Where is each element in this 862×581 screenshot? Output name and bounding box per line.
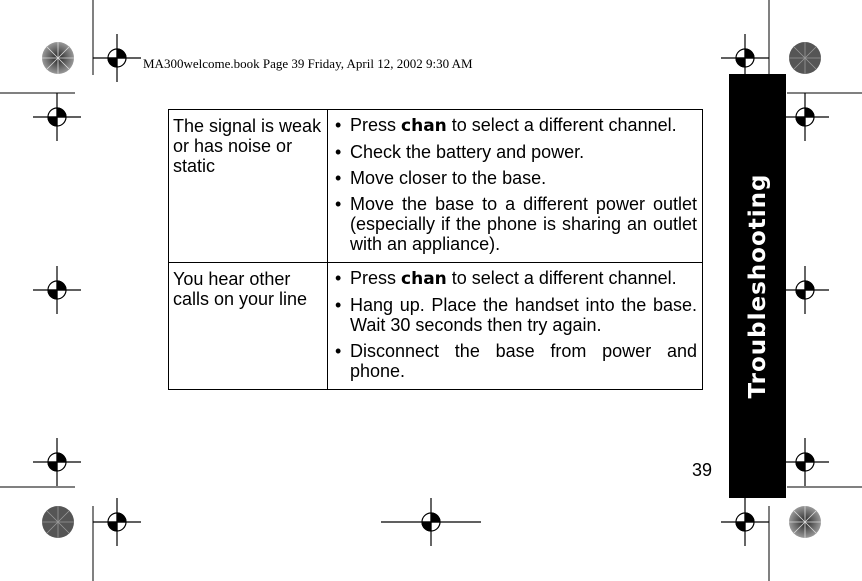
problem-cell: You hear other calls on your line (168, 262, 328, 390)
solution-cell: Press chan to select a different channel… (327, 109, 703, 263)
section-tab-label: Troubleshooting (744, 173, 771, 399)
solution-list: Press chan to select a different channel… (332, 115, 697, 254)
chan-key-label: chan (401, 116, 447, 136)
solution-item: Hang up. Place the handset into the base… (332, 295, 697, 335)
table-row: The signal is weak or has noise or stati… (168, 109, 703, 263)
solution-list: Press chan to select a different channel… (332, 268, 697, 381)
table-row: You hear other calls on your line Press … (168, 262, 703, 390)
solution-item: Press chan to select a different channel… (332, 115, 697, 136)
solution-cell: Press chan to select a different channel… (327, 262, 703, 390)
section-tab: Troubleshooting (729, 74, 786, 498)
solution-item: Check the battery and power. (332, 142, 697, 162)
chan-key-label: chan (401, 269, 447, 289)
solution-item: Disconnect the base from power and phone… (332, 341, 697, 381)
troubleshooting-table: The signal is weak or has noise or stati… (168, 109, 703, 390)
solution-item: Move the base to a different power outle… (332, 194, 697, 254)
problem-cell: The signal is weak or has noise or stati… (168, 109, 328, 263)
solution-item: Move closer to the base. (332, 168, 697, 188)
page-number: 39 (692, 460, 713, 480)
solution-item: Press chan to select a different channel… (332, 268, 697, 289)
print-header: MA300welcome.book Page 39 Friday, April … (143, 56, 473, 71)
